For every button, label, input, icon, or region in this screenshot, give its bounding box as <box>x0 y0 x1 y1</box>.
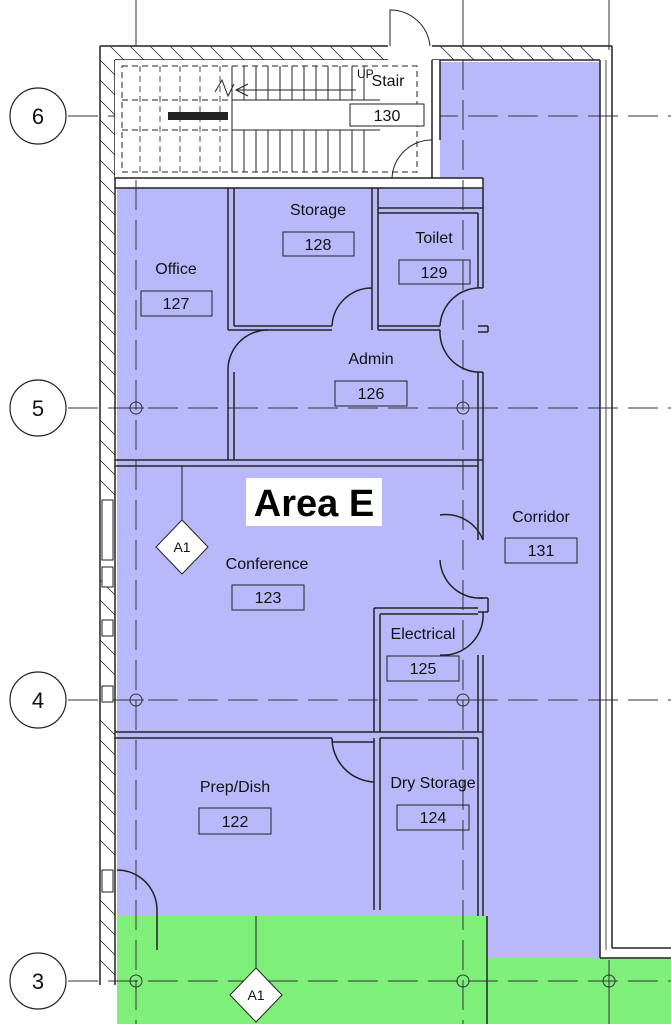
room-name: Office <box>155 261 197 278</box>
room-number: 130 <box>374 108 401 125</box>
room-name: Conference <box>226 556 309 573</box>
room-number: 124 <box>420 810 447 827</box>
area-title: Area E <box>246 478 382 526</box>
room-number: 126 <box>358 386 385 403</box>
grid-bubble-label: 4 <box>32 688 44 713</box>
section-tag-conference: A1 <box>155 519 209 575</box>
room-number: 128 <box>305 237 332 254</box>
stair-direction-label: UP <box>357 67 374 81</box>
section-tag-prep: A1 <box>229 967 283 1023</box>
room-number: 131 <box>528 543 555 560</box>
room-number: 127 <box>163 296 190 313</box>
area-label: Area E <box>254 483 374 525</box>
room-number: 122 <box>222 814 249 831</box>
room-electrical: Electrical 125 <box>386 626 460 682</box>
room-number: 129 <box>421 265 448 282</box>
section-tag-label: A1 <box>173 539 190 555</box>
room-dry-storage: Dry Storage 124 <box>390 775 476 831</box>
room-stair: UP Stair 130 <box>349 67 425 127</box>
room-storage: Storage 128 <box>282 202 355 257</box>
grid-bubble-4: 4 <box>9 671 67 729</box>
grid-bubble-3: 3 <box>9 952 67 1010</box>
room-office: Office 127 <box>140 261 213 317</box>
room-number: 123 <box>255 590 282 607</box>
room-conference: Conference 123 <box>226 556 309 611</box>
room-name: Toilet <box>415 230 453 247</box>
grid-markers <box>128 401 616 988</box>
room-prep-dish: Prep/Dish 122 <box>198 779 272 835</box>
interior-walls <box>115 188 489 1024</box>
room-corridor: Corridor 131 <box>504 509 578 564</box>
grid-bubble-5: 5 <box>9 379 67 437</box>
room-name: Dry Storage <box>390 775 475 792</box>
grid-bubble-6: 6 <box>9 87 67 145</box>
room-name: Prep/Dish <box>200 779 270 796</box>
room-name: Admin <box>348 351 393 368</box>
room-name: Corridor <box>512 509 570 526</box>
grid-bubble-label: 3 <box>32 969 44 994</box>
stair <box>115 9 484 189</box>
room-number: 125 <box>410 661 437 678</box>
room-name: Storage <box>290 202 346 219</box>
grid-bubble-label: 5 <box>32 396 44 421</box>
room-toilet: Toilet 129 <box>398 230 471 285</box>
section-tag-label: A1 <box>247 987 264 1003</box>
room-name: Electrical <box>391 626 456 643</box>
room-name: Stair <box>372 73 406 90</box>
grid-bubble-label: 6 <box>32 104 44 129</box>
room-admin: Admin 126 <box>334 351 408 407</box>
